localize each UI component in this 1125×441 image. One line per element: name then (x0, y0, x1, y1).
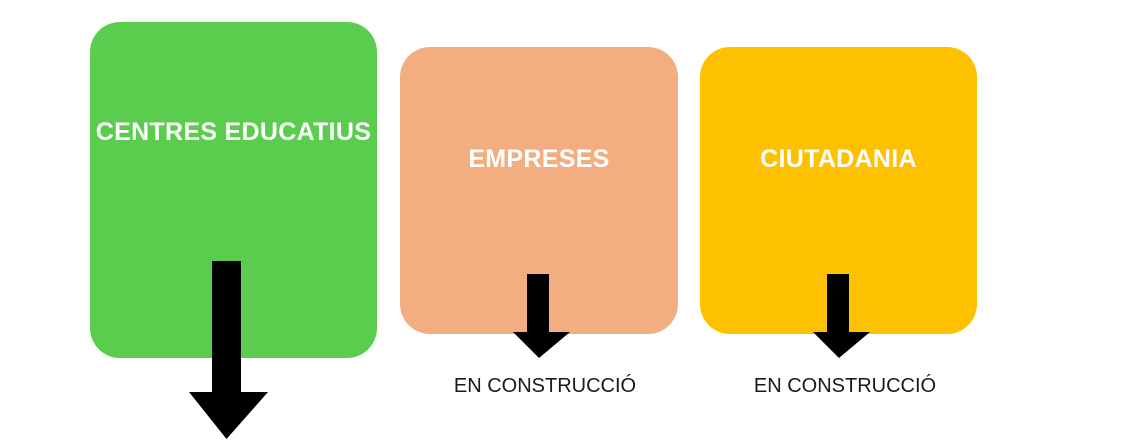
status-label-ciutadania: EN CONSTRUCCIÓ (753, 375, 937, 397)
card-empreses-label: EMPRESES (468, 145, 610, 173)
card-centres-educatius-label: CENTRES EDUCATIUS (95, 118, 372, 146)
card-ciutadania-label: CIUTADANIA (760, 145, 917, 173)
down-arrow-icon-empreses (513, 274, 577, 358)
down-arrow-icon-ciutadania (813, 274, 877, 358)
status-label-empreses: EN CONSTRUCCIÓ (453, 375, 637, 397)
down-arrow-icon-centres-educatius (189, 261, 293, 439)
